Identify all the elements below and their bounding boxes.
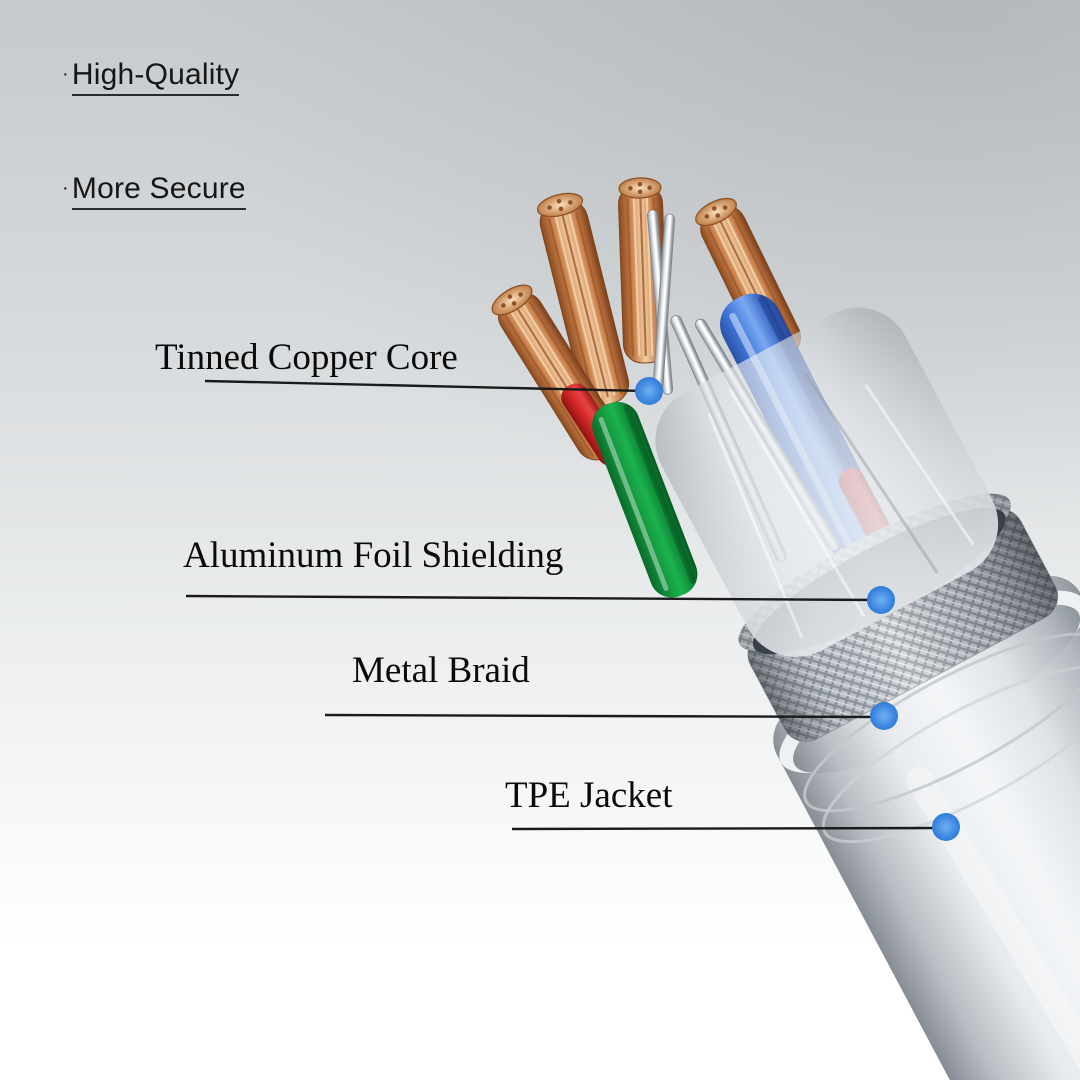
green-wire [592, 401, 698, 598]
jacket-ridge-2 [821, 665, 1080, 844]
strand-end-dots [547, 198, 573, 212]
leader-line-metal-braid [324, 713, 881, 719]
copper-strand-dark-lines [547, 211, 623, 401]
copper-bundle-2 [536, 192, 630, 406]
strand-end-dots [501, 292, 523, 308]
copper-strand-light-lines [632, 197, 654, 357]
feature-high-quality: · High-Quality [62, 58, 240, 96]
strand-end-dots [628, 181, 652, 195]
copper-bundle-tip [536, 192, 584, 218]
callout-aluminum-foil-shielding: Aluminum Foil Shielding [183, 535, 564, 576]
callout-metal-braid: Metal Braid [352, 650, 530, 691]
bullet-dot: · [62, 63, 69, 85]
aluminum-foil-shape [655, 307, 999, 657]
bullet-dot: · [62, 177, 69, 199]
copper-bundle-tip [491, 284, 533, 316]
marker-dot-aluminum-foil-shielding [867, 586, 895, 614]
jacket-collar-inner [793, 604, 1080, 774]
cable-body [655, 307, 1080, 1080]
copper-strand-light-lines [554, 212, 616, 400]
copper-bundle-tip [618, 177, 662, 199]
jacket-ridge-1 [803, 632, 1080, 813]
callout-tinned-copper-core: Tinned Copper Core [155, 337, 458, 378]
foil-crease [804, 372, 939, 574]
jacket-highlight [906, 766, 1080, 1080]
feature-label: More Secure [71, 172, 246, 210]
marker-dot-tpe-jacket [932, 813, 960, 841]
leader-line-tinned-copper-core [204, 379, 647, 393]
marker-dot-tinned-copper-core [635, 377, 663, 405]
callout-tpe-jacket: TPE Jacket [505, 775, 673, 816]
strand-end-dots [704, 205, 728, 219]
copper-bundle-tip [695, 197, 737, 227]
leader-line-tpe-jacket [511, 826, 943, 831]
marker-dot-metal-braid [870, 702, 898, 730]
feature-label: High-Quality [71, 58, 240, 96]
foil-highlight-streaks [707, 383, 975, 639]
feature-more-secure: · More Secure [62, 172, 246, 210]
leader-line-aluminum-foil-shielding [185, 594, 879, 602]
